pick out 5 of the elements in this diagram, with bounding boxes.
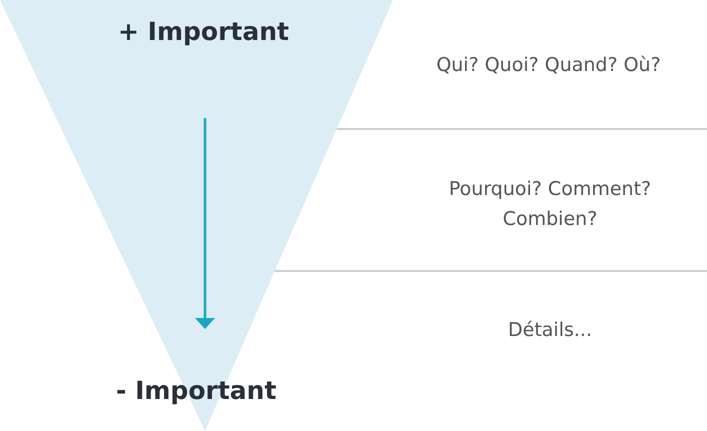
row-text: Pourquoi? Comment? Combien? (448, 177, 652, 232)
row-text: Qui? Quoi? Quand? Où? (435, 53, 662, 78)
heading-text: + Important (118, 17, 289, 46)
heading-text: - Important (116, 376, 276, 405)
row-text: Détails... (507, 318, 593, 343)
